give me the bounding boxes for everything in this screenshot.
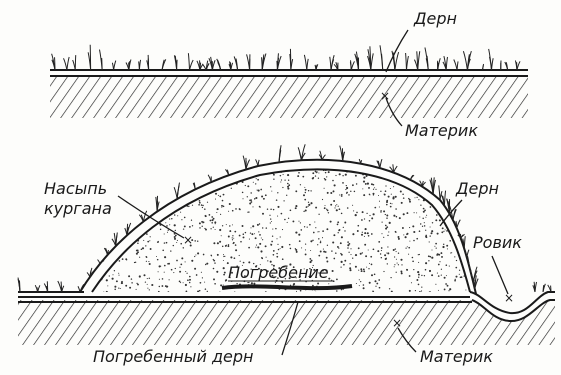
- ditch-pointer: [492, 256, 508, 294]
- burial-label: Погребение: [228, 263, 329, 282]
- mound-mark: ×: [183, 233, 193, 247]
- mound-label-line1: Насыпь: [44, 179, 107, 198]
- bottom-subsoil-mark: ×: [392, 316, 402, 330]
- top-subsoil-mark: ×: [380, 89, 390, 103]
- top-sod-pointer: [386, 30, 408, 72]
- bottom-subsoil-label: Материк: [420, 347, 493, 366]
- top-section: Дерн × Материк: [50, 9, 528, 140]
- ditch-mark: ×: [504, 291, 514, 305]
- top-subsoil-label: Материк: [405, 121, 478, 140]
- top-grass: [52, 45, 520, 70]
- ditch-label: Ровик: [473, 233, 522, 252]
- bottom-section: Погребение Насыпь кургана × Дерн Ровик ×…: [18, 144, 555, 366]
- burial-mark: [222, 286, 352, 288]
- top-sod-label: Дерн: [413, 9, 457, 28]
- top-subsoil-hatching: [50, 76, 528, 118]
- mound-sod-label: Дерн: [455, 179, 499, 198]
- buried-sod-label: Погребенный дерн: [93, 347, 254, 366]
- bottom-subsoil-hatching: [18, 300, 555, 345]
- mound-label-line2: кургана: [44, 199, 112, 218]
